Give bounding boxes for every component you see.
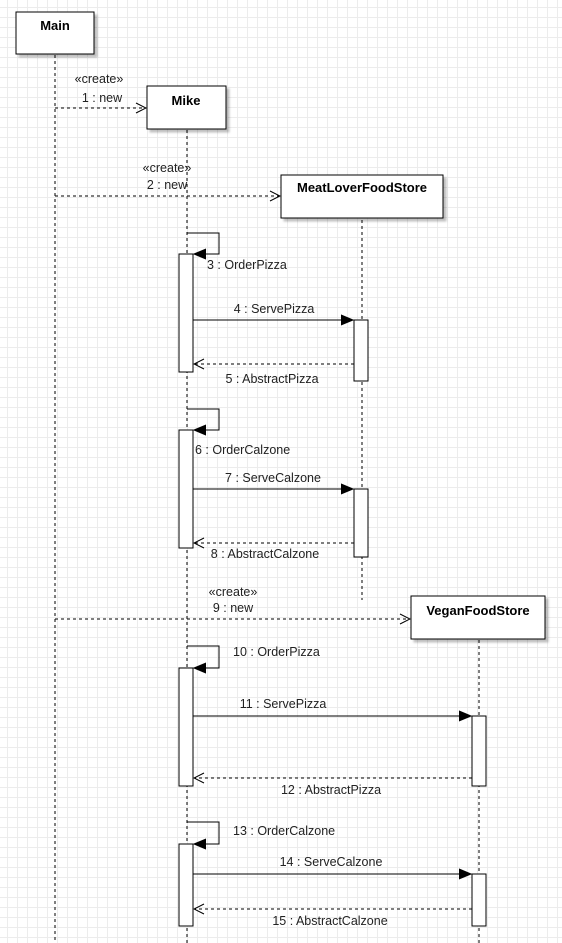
activation-mike-1 [178, 253, 194, 373]
message-15-abstractcalzone[interactable]: 15 : AbstractCalzone [194, 909, 472, 928]
message-14-label: 14 : ServeCalzone [280, 855, 383, 869]
participant-mike-label: Mike [172, 93, 201, 108]
message-2-label: 2 : new [147, 178, 188, 192]
message-2-stereotype: «create» [143, 161, 192, 175]
message-5-abstractpizza[interactable]: 5 : AbstractPizza [194, 364, 354, 386]
message-12-label: 12 : AbstractPizza [281, 783, 381, 797]
message-9-stereotype: «create» [209, 585, 258, 599]
activation-mike-2 [178, 429, 194, 549]
message-14-servecalzone[interactable]: 14 : ServeCalzone [193, 855, 471, 874]
message-10-orderpizza[interactable]: 10 : OrderPizza [187, 645, 320, 668]
participant-mike[interactable]: Mike [146, 85, 227, 130]
message-12-abstractpizza[interactable]: 12 : AbstractPizza [194, 778, 472, 797]
message-15-label: 15 : AbstractCalzone [272, 914, 387, 928]
message-9-label: 9 : new [213, 601, 254, 615]
message-10-label: 10 : OrderPizza [233, 645, 320, 659]
message-7-label: 7 : ServeCalzone [225, 471, 321, 485]
message-6-label: 6 : OrderCalzone [195, 443, 290, 457]
message-11-label: 11 : ServePizza [240, 697, 327, 711]
participant-meat-label: MeatLoverFoodStore [297, 180, 427, 195]
message-1-stereotype: «create» [75, 72, 124, 86]
message-13-ordercalzone[interactable]: 13 : OrderCalzone [187, 821, 335, 844]
participant-vegan-label: VeganFoodStore [426, 603, 529, 618]
message-6-ordercalzone[interactable]: 6 : OrderCalzone [187, 408, 290, 457]
activation-mike-3 [178, 667, 194, 787]
message-8-abstractcalzone[interactable]: 8 : AbstractCalzone [194, 543, 354, 561]
participant-main[interactable]: Main [15, 11, 95, 55]
activation-vegan-2 [471, 873, 487, 927]
message-4-label: 4 : ServePizza [234, 302, 315, 316]
participant-veganfoodstore[interactable]: VeganFoodStore [410, 595, 546, 640]
activation-mike-4 [178, 843, 194, 927]
message-1-label: 1 : new [82, 91, 123, 105]
message-4-servepizza[interactable]: 4 : ServePizza [193, 302, 353, 320]
message-7-servecalzone[interactable]: 7 : ServeCalzone [193, 471, 353, 489]
activation-meat-1 [353, 319, 369, 382]
message-5-label: 5 : AbstractPizza [225, 372, 318, 386]
participant-main-label: Main [40, 18, 70, 33]
message-3-label: 3 : OrderPizza [207, 258, 287, 272]
message-13-label: 13 : OrderCalzone [233, 824, 335, 838]
message-11-servepizza[interactable]: 11 : ServePizza [193, 697, 471, 716]
message-8-label: 8 : AbstractCalzone [211, 547, 319, 561]
participant-meatloverfoodstore[interactable]: MeatLoverFoodStore [280, 174, 444, 219]
activation-vegan-1 [471, 715, 487, 787]
message-3-orderpizza[interactable]: 3 : OrderPizza [187, 232, 287, 272]
message-9-new[interactable]: «create» 9 : new [55, 585, 410, 619]
message-1-new[interactable]: «create» 1 : new [55, 72, 146, 108]
activation-meat-2 [353, 488, 369, 558]
message-2-new[interactable]: «create» 2 : new [55, 161, 280, 196]
